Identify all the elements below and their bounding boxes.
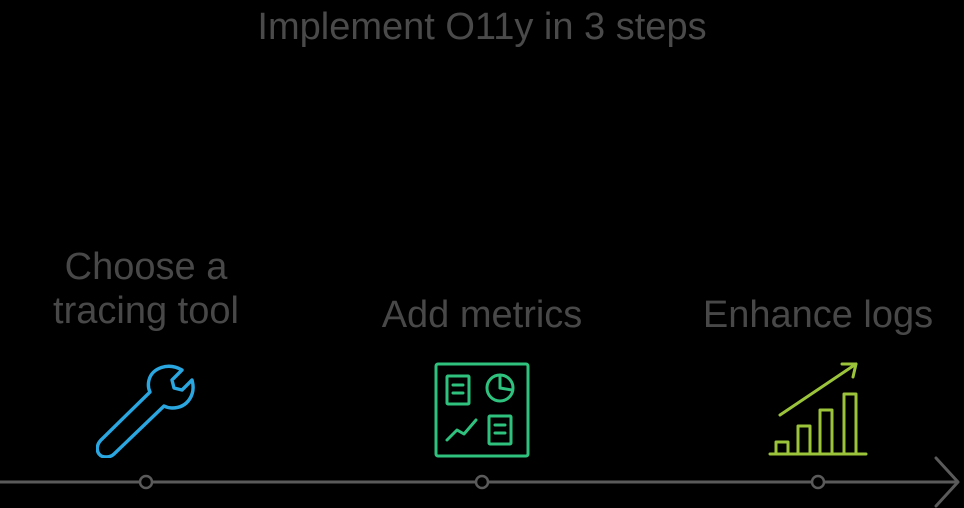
timeline-marker-1 <box>138 474 154 490</box>
dashboard-icon <box>434 362 530 458</box>
step-label-logs: Enhance logs <box>702 294 934 336</box>
bar-chart-growth-icon <box>768 362 868 456</box>
step-label-tracing: Choose a tracing tool <box>26 245 266 333</box>
step-label-metrics: Add metrics <box>381 294 583 336</box>
wrench-icon <box>96 364 195 458</box>
timeline-marker-2 <box>474 474 490 490</box>
timeline-marker-3 <box>810 474 826 490</box>
step-label-text: Choose a tracing tool <box>53 246 239 332</box>
timeline-arrowhead <box>934 456 960 508</box>
timeline <box>0 456 960 508</box>
page-title: Implement O11y in 3 steps <box>257 6 707 48</box>
